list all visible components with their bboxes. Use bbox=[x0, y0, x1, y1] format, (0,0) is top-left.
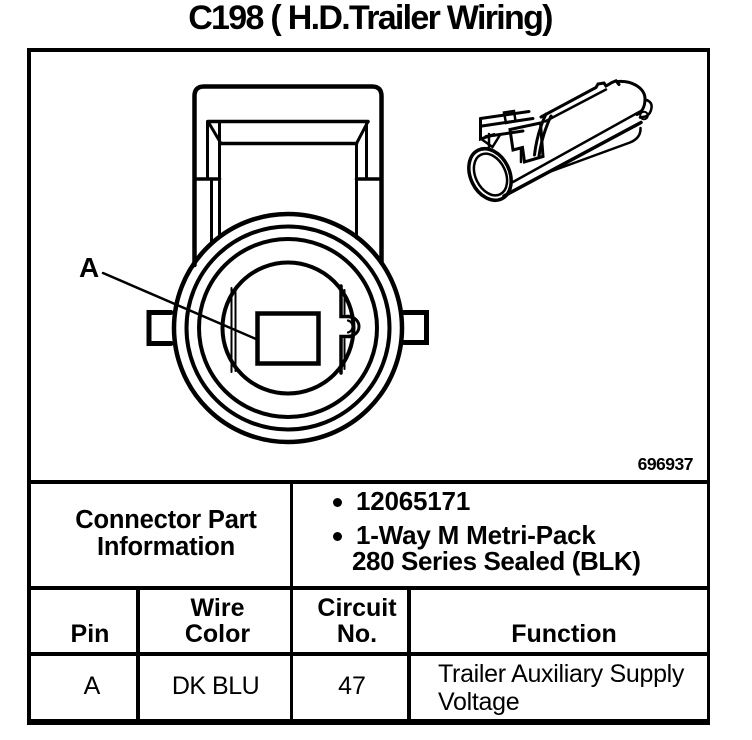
svg-text:A: A bbox=[79, 252, 99, 283]
